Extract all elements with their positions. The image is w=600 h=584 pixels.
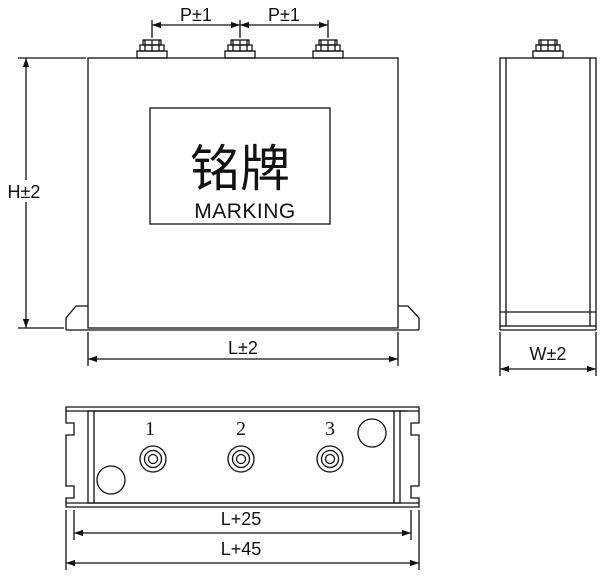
length-mount-label: L+25 bbox=[221, 509, 262, 529]
terminal-top-1 bbox=[136, 39, 168, 59]
front-foot bbox=[65, 305, 88, 330]
nameplate bbox=[149, 107, 331, 225]
top-view bbox=[65, 406, 420, 570]
side-body bbox=[499, 57, 597, 327]
length-overall-label: L+45 bbox=[221, 539, 262, 559]
height-label: H±2 bbox=[8, 182, 41, 202]
terminal-top-view-3 bbox=[316, 445, 344, 473]
vent-circle-right bbox=[357, 418, 387, 448]
terminal-top-view-2 bbox=[227, 445, 255, 473]
top-flange bbox=[65, 406, 420, 508]
front-view bbox=[18, 20, 420, 366]
terminal-top-3 bbox=[312, 39, 344, 59]
nameplate-text-cn: 铭牌 bbox=[190, 140, 290, 198]
vent-circle-left bbox=[96, 465, 126, 495]
nameplate-text-en: MARKING bbox=[194, 200, 296, 223]
terminal-side bbox=[532, 39, 564, 59]
terminal-top-2 bbox=[224, 39, 256, 59]
length-label: L±2 bbox=[228, 338, 258, 358]
terminal-label-1: 1 bbox=[145, 418, 155, 440]
side-view bbox=[499, 39, 597, 376]
terminal-label-3: 3 bbox=[325, 418, 335, 440]
top-body bbox=[87, 410, 401, 504]
pitch-label-right: P±1 bbox=[268, 5, 300, 25]
terminal-top-view-1 bbox=[139, 445, 167, 473]
pitch-label-left: P±1 bbox=[180, 5, 212, 25]
width-label: W±2 bbox=[530, 344, 567, 364]
terminal-label-2: 2 bbox=[236, 418, 246, 440]
